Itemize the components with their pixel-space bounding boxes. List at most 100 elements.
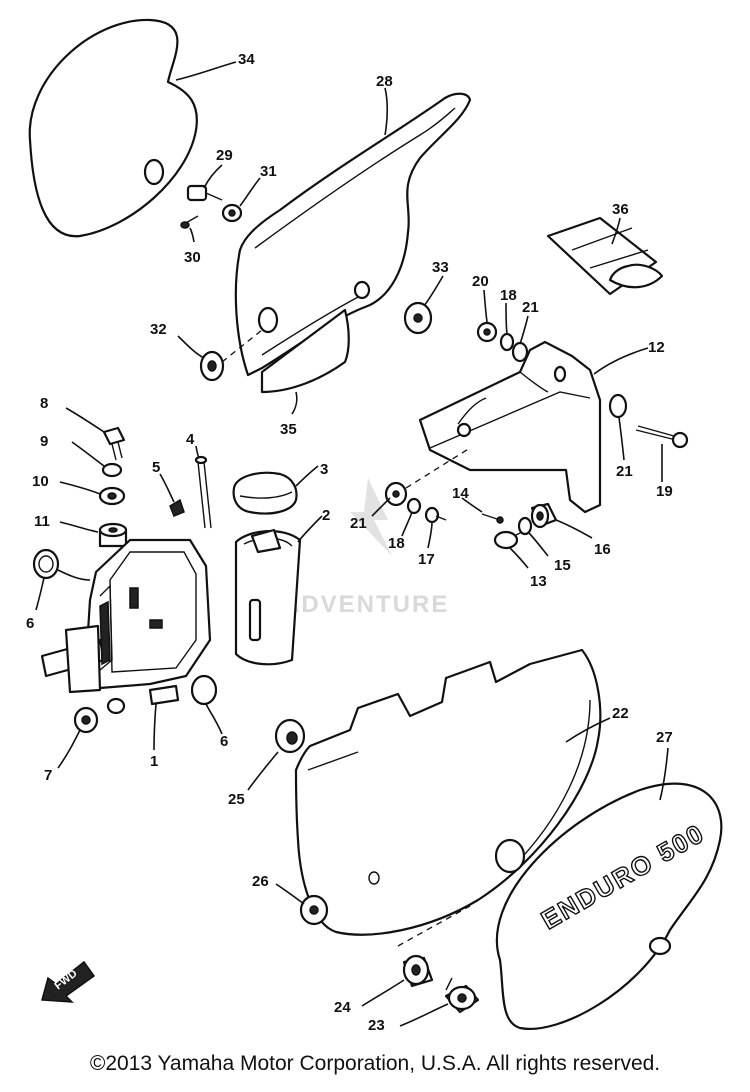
leader-35 <box>291 391 298 415</box>
callout-17: 17 <box>418 551 435 568</box>
callout-22: 22 <box>612 705 629 722</box>
screw-30 <box>180 215 199 229</box>
callout-13: 13 <box>530 573 547 590</box>
leader-25 <box>247 751 279 791</box>
cap-6-left <box>32 548 60 580</box>
leader-2 <box>297 515 323 543</box>
battery-box-1 <box>40 538 212 706</box>
leader-11 <box>59 521 99 533</box>
callout-21b: 21 <box>616 463 633 480</box>
leader-30 <box>189 227 195 243</box>
bolt-8 <box>102 426 126 461</box>
callout-15: 15 <box>554 557 571 574</box>
leader-7 <box>57 729 81 769</box>
tool-bag-36 <box>546 216 664 296</box>
grommet-24 <box>402 954 434 988</box>
grommet-25 <box>274 718 306 754</box>
parts-diagram: ADVENTURE <box>26 18 723 1034</box>
grommet-26 <box>299 894 329 926</box>
clip-5 <box>169 498 185 517</box>
leader-34 <box>175 61 237 81</box>
bracket-12 <box>418 340 602 514</box>
leader-21-lower <box>371 497 391 517</box>
callout-34: 34 <box>238 51 255 68</box>
grommet-7 <box>73 697 126 734</box>
callout-11: 11 <box>34 513 50 530</box>
leader-23 <box>399 1003 449 1027</box>
washer-18-lower <box>406 497 422 515</box>
copyright-notice: ©2013 Yamaha Motor Corporation, U.S.A. A… <box>89 1052 661 1075</box>
callout-5: 5 <box>152 459 160 476</box>
leader-21-top <box>519 315 529 345</box>
washer-18-top <box>499 332 515 352</box>
callout-21a: 21 <box>522 299 539 316</box>
callout-26: 26 <box>252 873 269 890</box>
leader-33 <box>423 275 444 307</box>
leader-29 <box>203 164 223 189</box>
decal-lower: ENDURO 500 <box>495 782 723 1030</box>
callout-18a: 18 <box>500 287 517 304</box>
washer-15 <box>517 516 533 536</box>
watermark-logo <box>350 478 392 556</box>
callout-31: 31 <box>260 163 277 180</box>
callout-14: 14 <box>452 485 469 502</box>
grommet-32 <box>199 350 225 382</box>
cushion-11 <box>98 522 128 548</box>
callout-21c: 21 <box>350 515 367 532</box>
callout-19: 19 <box>656 483 673 500</box>
callout-8: 8 <box>40 395 48 412</box>
screw-14 <box>481 513 504 524</box>
callout-12: 12 <box>648 339 665 356</box>
callout-32: 32 <box>150 321 167 338</box>
decal-upper <box>28 18 198 238</box>
leader-36 <box>611 217 621 245</box>
leader-20 <box>483 289 488 323</box>
forward-arrow: FWD <box>41 960 96 1003</box>
callout-20: 20 <box>472 273 489 290</box>
leader-21-right <box>618 416 625 461</box>
bolt-29 <box>186 184 223 202</box>
callout-3: 3 <box>320 461 328 478</box>
callout-2: 2 <box>322 507 330 524</box>
leader-24 <box>361 979 405 1007</box>
callout-25: 25 <box>228 791 245 808</box>
callout-30: 30 <box>184 249 201 266</box>
callout-33: 33 <box>432 259 449 276</box>
callout-16: 16 <box>594 541 611 558</box>
leader-14 <box>461 497 483 513</box>
leader-5 <box>159 473 175 503</box>
leader-18-top <box>505 302 508 335</box>
callout-7: 7 <box>44 767 52 784</box>
callout-27: 27 <box>656 729 673 746</box>
callout-1: 1 <box>150 753 158 770</box>
leader-6-left <box>35 577 45 611</box>
leader-13 <box>509 547 529 569</box>
washer-9 <box>101 462 123 478</box>
side-cover-upper <box>234 92 472 377</box>
side-cover-lower <box>294 648 602 936</box>
screw-17 <box>424 506 447 524</box>
leader-8 <box>65 407 105 433</box>
leader-32 <box>177 335 205 359</box>
cap-6-right <box>190 674 218 706</box>
leader-17 <box>427 521 433 549</box>
callout-35: 35 <box>280 421 297 438</box>
knob-23 <box>444 977 480 1014</box>
callout-24: 24 <box>334 999 351 1016</box>
rod-4 <box>194 455 212 529</box>
grommet-33 <box>403 301 433 335</box>
leader-18-lower <box>401 511 413 537</box>
callout-4: 4 <box>186 431 195 448</box>
leader-28 <box>384 87 389 136</box>
callout-18b: 18 <box>388 535 405 552</box>
callout-28: 28 <box>376 73 393 90</box>
callout-6a: 6 <box>26 615 34 632</box>
watermark-text: ADVENTURE <box>282 591 449 618</box>
collar-16 <box>530 502 558 529</box>
container-2 <box>234 528 302 666</box>
collar-10 <box>98 486 126 506</box>
leader-12 <box>593 347 649 375</box>
washer-21-right <box>608 393 628 419</box>
nut-31 <box>221 203 243 223</box>
washer-21-top <box>511 341 529 363</box>
